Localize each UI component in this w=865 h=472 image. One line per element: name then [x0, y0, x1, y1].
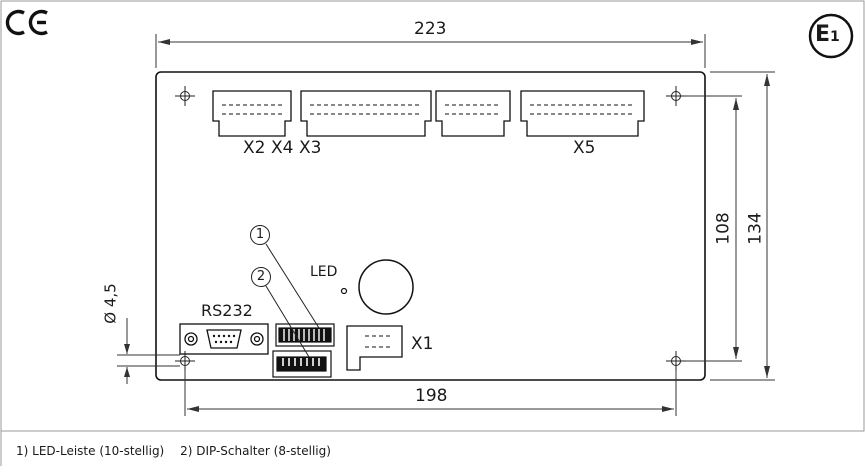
buzzer-circle [358, 259, 414, 315]
dim-223-arrow-left [158, 39, 170, 45]
dim-d45-arrow-bottom [124, 367, 130, 377]
label-x3: X3 [299, 138, 322, 158]
footnote-item-1: 1) LED-Leiste (10-stellig) [16, 444, 165, 458]
mounting-hole-bottom-right [666, 351, 686, 371]
label-x1: X1 [411, 334, 434, 354]
dim-134-arrow-top [764, 74, 770, 86]
dim-223-label: 223 [414, 19, 447, 39]
dip-switch [272, 350, 332, 378]
footnote-item-2: 2) DIP-Schalter (8-stellig) [180, 444, 331, 458]
dim-198-arrow-left [187, 406, 199, 412]
label-rs232: RS232 [201, 301, 253, 320]
led-bar [275, 323, 335, 347]
dim-198-label: 198 [415, 386, 448, 406]
e1-mark-circle [808, 13, 854, 59]
callout-2: 2 [251, 267, 271, 287]
ce-mark-icon [5, 9, 48, 36]
connector-x5 [520, 90, 645, 137]
drawing-border [0, 0, 865, 432]
dim-134-arrow-bottom [764, 366, 770, 378]
label-x5: X5 [573, 138, 596, 158]
dim-108-label: 108 [713, 212, 734, 245]
connector-x2-x4 [212, 90, 292, 137]
dim-hole-diameter-label: Ø 4,5 [101, 283, 120, 324]
callout-2-leader [265, 285, 310, 358]
e1-mark-label: E1 [815, 24, 840, 46]
e1-mark-subscript: 1 [830, 29, 840, 45]
dim-198-arrow-right [662, 406, 674, 412]
e1-mark-letter: E [815, 22, 831, 47]
label-x2: X2 [243, 138, 266, 158]
dim-d45-arrow-top [124, 344, 130, 354]
callout-1-leader [265, 243, 320, 329]
callout-1: 1 [250, 225, 270, 245]
label-x4: X4 [271, 138, 294, 158]
mounting-hole-top-right [666, 86, 686, 106]
label-led: LED [310, 264, 338, 280]
pcb-outline [155, 71, 706, 381]
connector-x1 [346, 325, 403, 371]
mounting-hole-top-left [175, 86, 195, 106]
dim-223-arrow-right [691, 39, 703, 45]
dim-108-arrow-top [733, 98, 739, 110]
footnote: 1) LED-Leiste (10-stellig) 2) DIP-Schalt… [16, 444, 343, 458]
connector-middle [435, 90, 511, 137]
connector-x3 [300, 90, 432, 137]
led-dot-icon [340, 287, 348, 295]
dim-108-arrow-bottom [733, 347, 739, 359]
dim-134-label: 134 [745, 212, 766, 245]
rs232-connector [179, 323, 269, 355]
